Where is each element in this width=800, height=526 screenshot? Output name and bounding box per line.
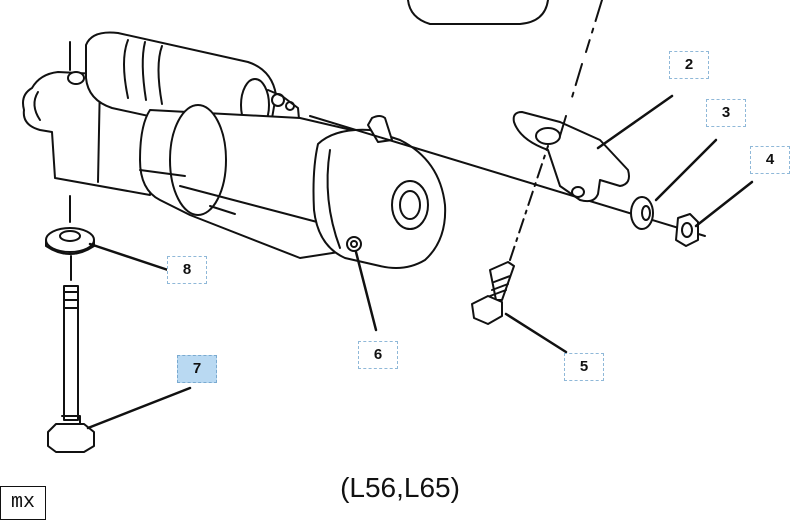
center-line [559, 0, 603, 137]
callout-3[interactable]: 3 [706, 99, 746, 127]
callout-7[interactable]: 7 [177, 355, 217, 383]
long-mounting-bolt [47, 255, 95, 453]
callout-8[interactable]: 8 [167, 256, 207, 284]
callout-5[interactable]: 5 [564, 353, 604, 381]
mounting-bracket [512, 111, 630, 203]
nut [675, 213, 699, 247]
leader-lines [86, 94, 754, 430]
callout-6[interactable]: 6 [358, 341, 398, 369]
starter-motor [22, 31, 706, 269]
callout-2[interactable]: 2 [669, 51, 709, 79]
bracket-bolt [471, 145, 549, 325]
spacer-washer [45, 41, 95, 255]
mx-logo: mx [0, 486, 46, 520]
callout-4[interactable]: 4 [750, 146, 790, 174]
model-applicability-label: (L56,L65) [340, 472, 460, 503]
washer [630, 196, 654, 230]
cover-outline [407, 0, 549, 25]
